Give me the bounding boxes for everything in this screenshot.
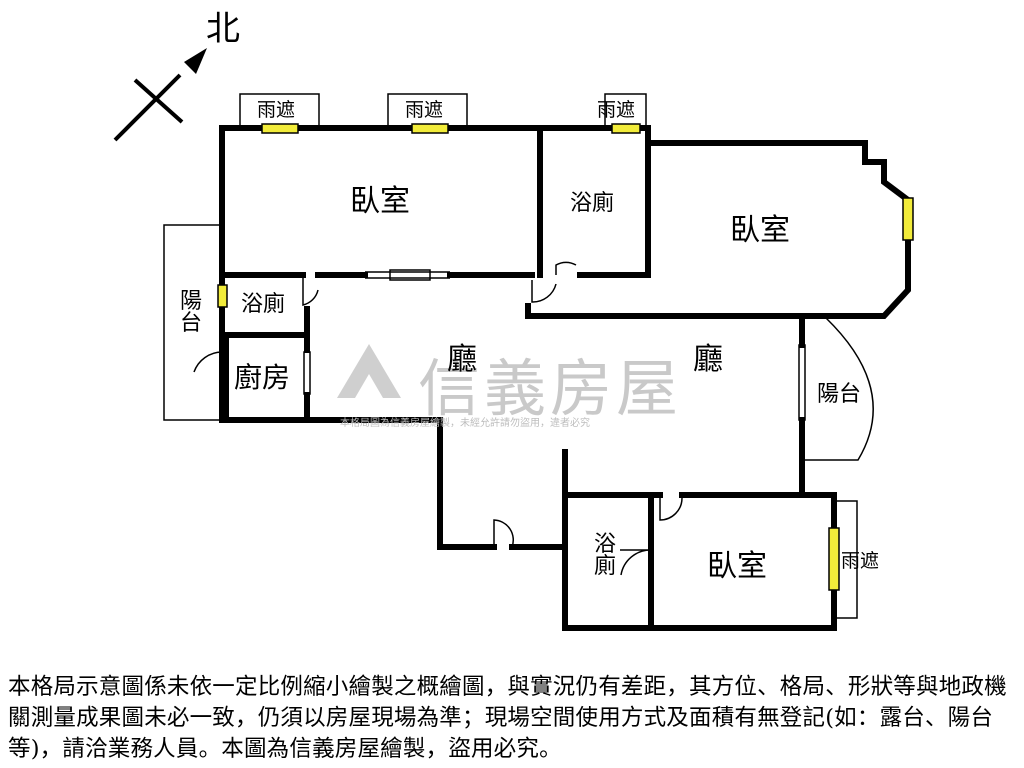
room-living-right: 廳 <box>693 342 723 377</box>
watermark-notice: 本格局圖為信義房屋繪製，未經允許請勿盜用，違者必究 <box>340 418 590 429</box>
canopy-label-3: 雨遮 <box>597 99 636 121</box>
watermark-logo-icon <box>337 344 401 398</box>
floor-plan <box>113 48 914 631</box>
room-balcony-left: 陽台 <box>179 289 202 336</box>
walls <box>219 125 911 631</box>
windows <box>217 123 914 591</box>
balcony-curve <box>805 317 874 461</box>
room-balcony-right: 陽台 <box>817 382 862 407</box>
room-bath-bottom: 浴廁 <box>593 532 616 579</box>
room-living-left: 廳 <box>447 342 477 377</box>
watermark-brand: 信義房屋 <box>418 352 683 425</box>
doors <box>193 261 806 576</box>
room-bedroom-main: 臥室 <box>350 184 410 219</box>
room-bath-left: 浴廁 <box>241 292 286 317</box>
north-label: 北 <box>206 9 240 49</box>
canopy-label-1: 雨遮 <box>257 99 296 121</box>
room-bath-top: 浴廁 <box>570 191 615 216</box>
canopy-label-right: 雨遮 <box>841 550 880 572</box>
room-bedroom-bottom: 臥室 <box>707 549 767 584</box>
room-bedroom-right: 臥室 <box>730 213 790 248</box>
north-compass-icon <box>113 48 207 142</box>
canopy-label-2: 雨遮 <box>405 99 444 121</box>
disclaimer-text: 本格局示意圖係未依一定比例縮小繪製之概繪圖，與實況仍有差距，其方位、格局、形狀等… <box>8 674 1007 762</box>
room-kitchen: 廚房 <box>234 361 291 394</box>
